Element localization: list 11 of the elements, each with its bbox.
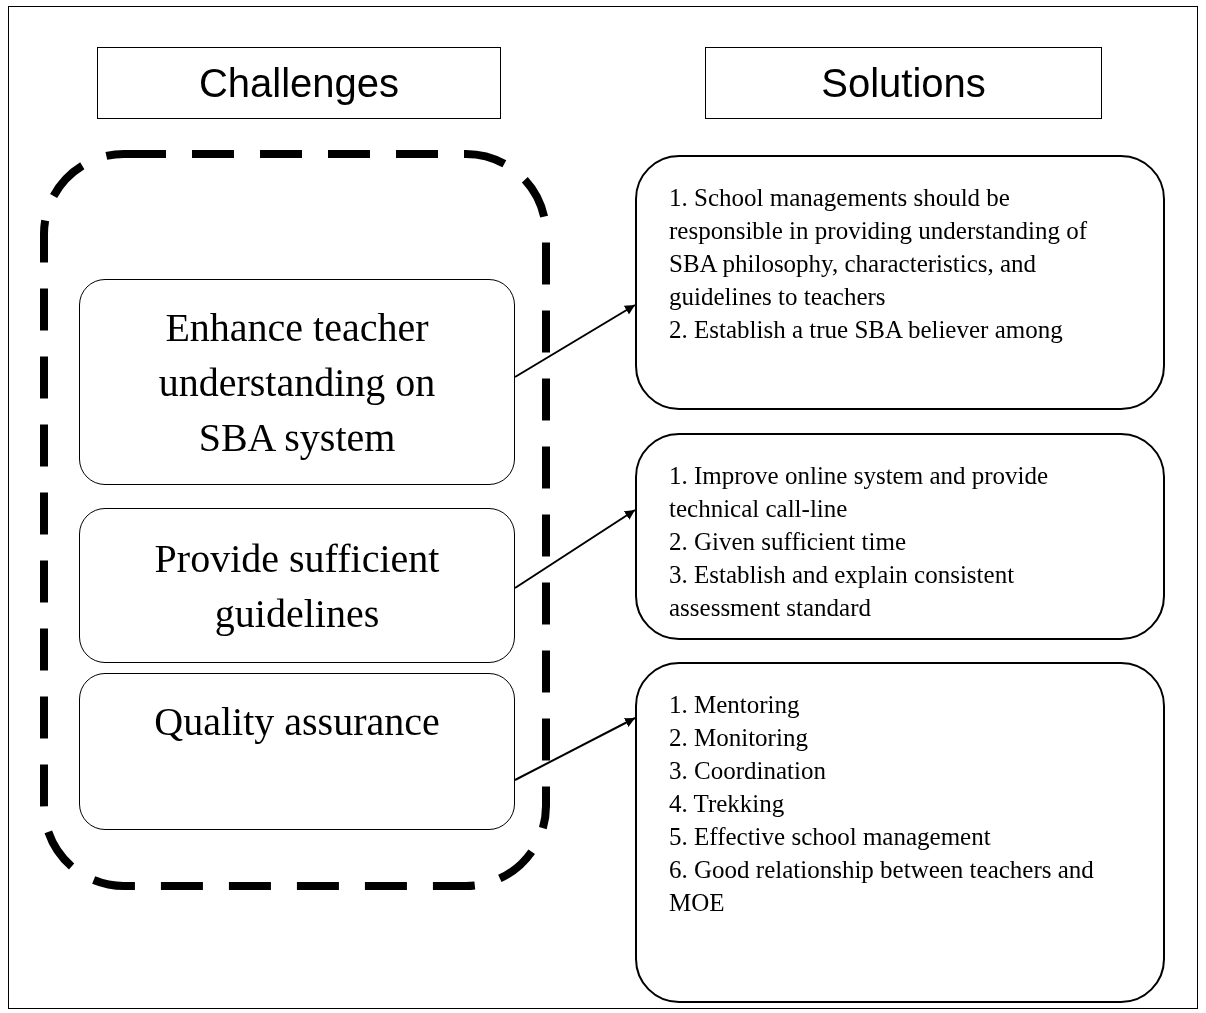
- solution-box: 1. Improve online system and provide technical call-line 2. Given sufficient time 3. Establish and explain consistent assessment standard: [635, 433, 1165, 640]
- arrow: [514, 717, 636, 781]
- solution-box: 1. Mentoring 2. Monitoring 3. Coordination 4. Trekking 5. Effective school management 6. Good relationship between teachers and MOE: [635, 662, 1165, 1003]
- arrow: [514, 509, 636, 589]
- challenge-box: Enhance teacher understanding on SBA system: [79, 279, 515, 485]
- solution-box: 1. School managements should be responsible in providing understanding of SBA philosophy, characteristics, and guidelines to teachers 2. Establish a true SBA believer among: [635, 155, 1165, 410]
- arrow: [514, 304, 636, 378]
- column-heading-box: Solutions: [705, 47, 1102, 119]
- column-heading-box: Challenges: [97, 47, 501, 119]
- challenge-box: Quality assurance: [79, 673, 515, 830]
- challenge-box: Provide sufficient guidelines: [79, 508, 515, 663]
